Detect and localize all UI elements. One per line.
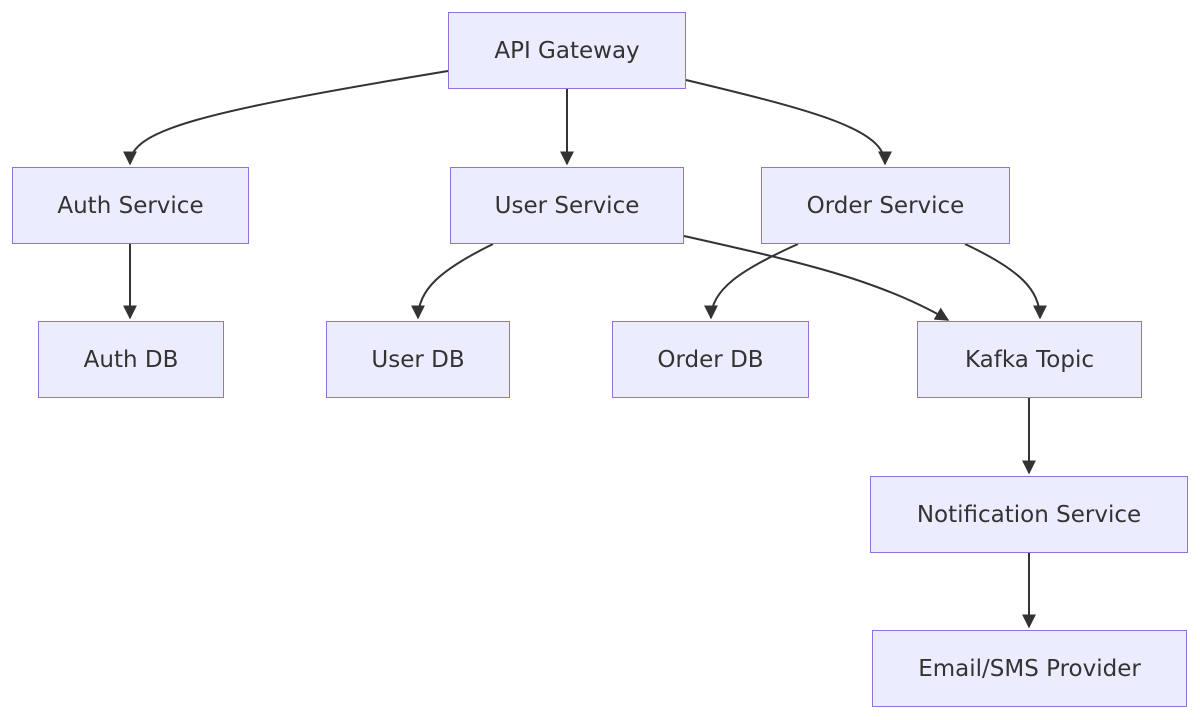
edge-api-to-auth — [123, 70, 449, 166]
node-order-service: Order Service — [761, 167, 1010, 244]
edge-order-to-kafka — [964, 243, 1047, 320]
edge-user-to-userdb — [411, 243, 494, 320]
node-auth-service: Auth Service — [12, 167, 249, 244]
node-api-gateway: API Gateway — [448, 12, 686, 89]
node-notification-service: Notification Service — [870, 476, 1188, 553]
node-kafka-topic: Kafka Topic — [917, 321, 1142, 398]
node-order-db: Order DB — [612, 321, 809, 398]
node-email-sms-provider: Email/SMS Provider — [872, 630, 1187, 707]
edge-order-to-orderdb — [704, 243, 799, 320]
edge-api-to-order — [685, 79, 892, 166]
edge-user-to-kafka — [683, 235, 950, 321]
node-user-db: User DB — [326, 321, 510, 398]
node-user-service: User Service — [450, 167, 684, 244]
node-auth-db: Auth DB — [38, 321, 224, 398]
